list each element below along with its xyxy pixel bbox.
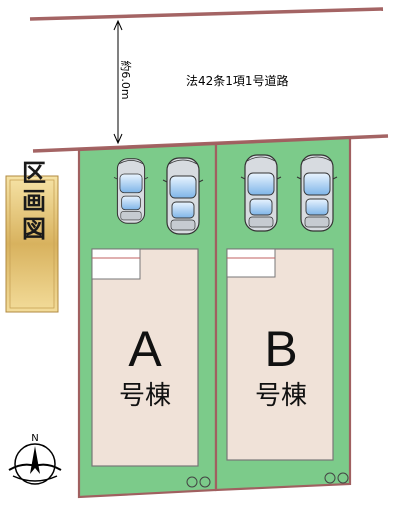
lot-a-letter: A — [128, 321, 162, 377]
utility-marker-b — [324, 472, 349, 484]
lot-b-suffix: 号棟 — [255, 381, 307, 411]
compass-north-label: N — [31, 433, 38, 444]
title-plate-text: 区画図 — [18, 160, 47, 244]
lot-b-letter: B — [264, 321, 297, 377]
utility-marker-a — [186, 476, 211, 488]
road-boundary-top — [29, 7, 384, 21]
lot-a-suffix: 号棟 — [119, 381, 171, 411]
road-label: 法42条1項1号道路 — [186, 73, 289, 88]
car-icon — [162, 157, 204, 235]
car-icon — [296, 154, 338, 232]
building-b — [226, 248, 334, 461]
road-width-label: 約6.0m — [119, 60, 133, 99]
title-plate: 区画図 — [5, 160, 59, 313]
north-compass: N — [8, 433, 62, 485]
road-width-dimension: 約6.0m — [113, 19, 133, 145]
car-icon — [113, 158, 149, 224]
building-a — [91, 248, 199, 467]
car-icon — [240, 154, 282, 232]
